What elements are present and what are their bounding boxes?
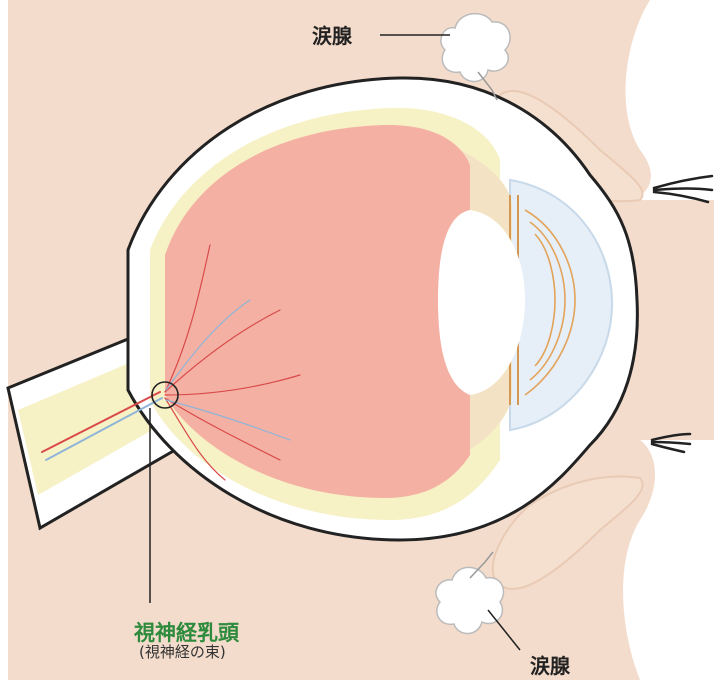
optic-disc-sublabel: (視神経の束)	[139, 641, 226, 662]
lacrimal-gland-label-top: 涙腺	[312, 20, 352, 49]
lacrimal-gland-label-bottom: 涙腺	[530, 650, 570, 679]
